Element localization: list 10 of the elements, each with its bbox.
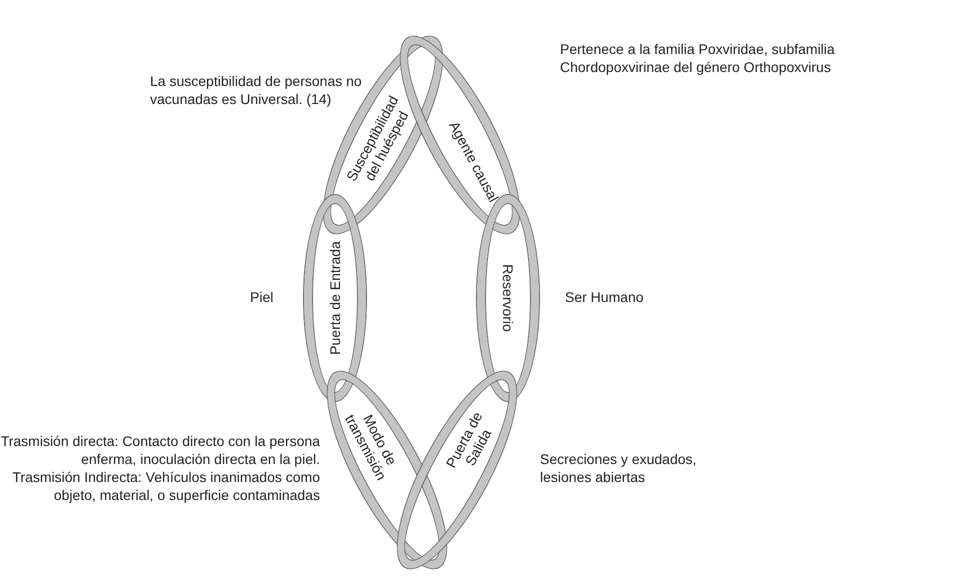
chain-link (304, 195, 366, 401)
description-text: Trasmisión Indirecta: Vehículos inanimados como objeto, material, o superficie contaminadas (11, 468, 320, 504)
link-label: Reservorio (500, 263, 516, 334)
link-label: Puerta de Entrada (327, 240, 343, 357)
description-text: Pertenece a la familia Poxviridae, subfamilia Chordopoxvirinae del género Orthopoxvirus (560, 40, 836, 76)
description-text: Piel (250, 288, 274, 306)
description-text: Secreciones y exudados, lesiones abiertas (540, 450, 698, 486)
description-text: La susceptibilidad de personas no vacunadas es Universal. (14) (150, 72, 362, 107)
description-text: Ser Humano (565, 288, 645, 306)
description-text: Trasmisión directa: Contacto directo con la persona enferma, inoculación directa en la piel. (0, 432, 320, 468)
